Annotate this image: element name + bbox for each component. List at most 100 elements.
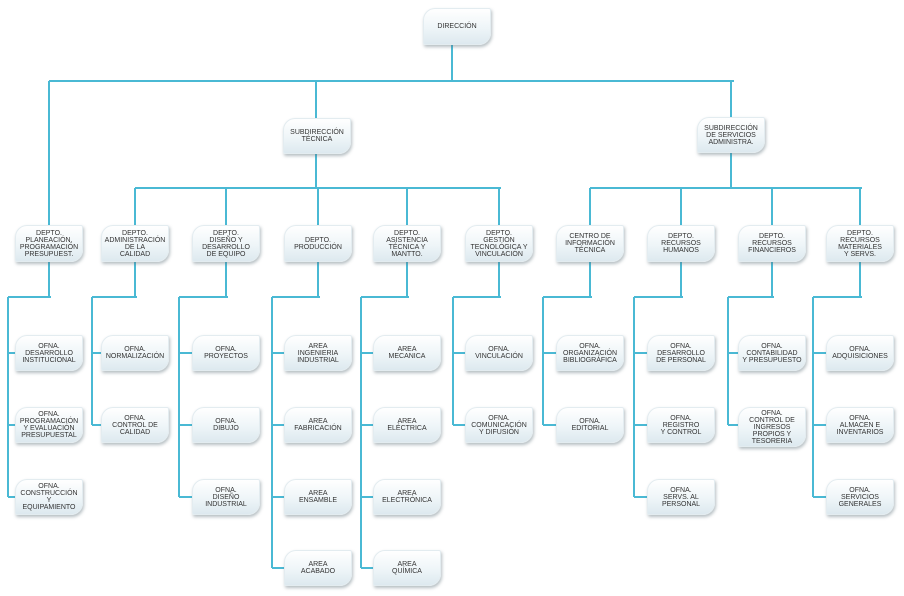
connector-line: [813, 352, 828, 354]
connector-line: [178, 297, 180, 497]
connector-line: [317, 188, 319, 225]
department-box[interactable]: DEPTO. RECURSOS MATERIALES Y SERVS.: [826, 225, 894, 262]
office-box[interactable]: OFNA. NORMALIZACIÓN: [101, 335, 169, 371]
office-box[interactable]: AREA ACABADO: [284, 550, 352, 586]
connector-line: [498, 188, 500, 225]
office-box[interactable]: OFNA. SERVS. AL PERSONAL: [647, 479, 715, 515]
connector-line: [361, 424, 375, 426]
office-box[interactable]: OFNA. ALMACEN E INVENTARIOS: [826, 407, 894, 443]
connector-line: [317, 262, 319, 297]
office-box[interactable]: OFNA. DISEÑO INDUSTRIAL: [192, 479, 260, 515]
connector-line: [134, 262, 136, 297]
office-box[interactable]: AREA MECANICA: [373, 335, 441, 371]
department-box[interactable]: DEPTO. DISEÑO Y DESARROLLO DE EQUIPO: [192, 225, 260, 262]
connector-line: [272, 496, 286, 498]
connector-line: [48, 81, 50, 225]
department-box[interactable]: DEPTO. ASISTENCIA TÉCNICA Y MANTTO.: [373, 225, 441, 262]
connector-line: [813, 424, 828, 426]
connector-line: [272, 296, 320, 298]
connector-line: [361, 296, 409, 298]
office-box[interactable]: AREA ENSAMBLE: [284, 479, 352, 515]
department-box[interactable]: DEPTO. RECURSOS HUMANOS: [647, 225, 715, 262]
connector-line: [48, 262, 50, 297]
connector-line: [91, 297, 93, 425]
office-box[interactable]: OFNA. SERVICIOS GENERALES: [826, 479, 894, 515]
connector-line: [406, 262, 408, 297]
connector-line: [727, 297, 729, 425]
office-box[interactable]: OFNA. REGISTRO Y CONTROL: [647, 407, 715, 443]
connector-line: [272, 567, 286, 569]
subdirection-box[interactable]: SUBDIRECCIÓN DE SERVICIOS ADMINISTRA.: [697, 117, 765, 153]
department-box[interactable]: CENTRO DE INFORMACIÓN TÉCNICA: [556, 225, 624, 262]
office-box[interactable]: OFNA. COMUNICACIÓN Y DIFUSIÓN: [465, 407, 533, 443]
connector-line: [730, 81, 732, 117]
department-box[interactable]: DEPTO. RECURSOS FINANCIEROS: [738, 225, 806, 262]
connector-line: [272, 352, 286, 354]
connector-line: [179, 352, 194, 354]
connector-line: [634, 296, 683, 298]
connector-line: [859, 188, 861, 225]
subdirection-box[interactable]: SUBDIRECCIÓN TÉCNICA: [283, 118, 351, 154]
connector-line: [361, 352, 375, 354]
connector-line: [451, 45, 453, 81]
connector-line: [543, 352, 558, 354]
connector-line: [8, 296, 51, 298]
connector-line: [8, 352, 17, 354]
connector-line: [453, 296, 501, 298]
office-box[interactable]: OFNA. EDITORIAL: [556, 407, 624, 443]
connector-line: [859, 262, 861, 297]
connector-line: [315, 81, 317, 118]
office-box[interactable]: OFNA. CONSTRUCCIÓN Y EQUIPAMIENTO: [15, 479, 83, 515]
office-box[interactable]: OFNA. PROYECTOS: [192, 335, 260, 371]
connector-line: [812, 297, 814, 497]
connector-line: [315, 154, 317, 188]
connector-line: [634, 424, 649, 426]
connector-line: [92, 352, 103, 354]
office-box[interactable]: OFNA. DESARROLLO DE PERSONAL: [647, 335, 715, 371]
office-box[interactable]: AREA FABRICACIÓN: [284, 407, 352, 443]
connector-line: [498, 262, 500, 297]
department-box[interactable]: DEPTO. PRODUCCIÓN: [284, 225, 352, 262]
connector-line: [590, 187, 862, 189]
connector-line: [453, 352, 467, 354]
connector-line: [271, 297, 273, 568]
office-box[interactable]: OFNA. PROGRAMACIÓN Y EVALUACIÓN PRESUPUE…: [15, 407, 83, 443]
connector-line: [179, 424, 194, 426]
office-box[interactable]: OFNA. VINCULACIÓN: [465, 335, 533, 371]
connector-line: [634, 352, 649, 354]
office-box[interactable]: OFNA. DESARROLLO INSTITUCIONAL: [15, 335, 83, 371]
connector-line: [134, 188, 136, 225]
office-box[interactable]: AREA ELÉCTRICA: [373, 407, 441, 443]
office-box[interactable]: OFNA. CONTROL DE INGRESOS PROPIOS Y TESO…: [738, 407, 806, 447]
office-box[interactable]: OFNA. ADQUISICIONES: [826, 335, 894, 371]
department-box[interactable]: DEPTO. PLANEACIÓN, PROGRAMACIÓN PRESUPUE…: [15, 225, 83, 262]
office-box[interactable]: OFNA. DIBUJO: [192, 407, 260, 443]
connector-line: [360, 297, 362, 568]
connector-line: [680, 188, 682, 225]
connector-line: [225, 262, 227, 297]
office-box[interactable]: OFNA. ORGANIZACIÓN BIBLIOGRÁFICA: [556, 335, 624, 371]
department-box[interactable]: DEPTO. GESTIÓN TECNOLÓGICA Y VINCULACIÓN: [465, 225, 533, 262]
connector-line: [225, 188, 227, 225]
connector-line: [813, 496, 828, 498]
office-box[interactable]: OFNA. CONTROL DE CALIDAD: [101, 407, 169, 443]
direccion-box[interactable]: DIRECCIÓN: [423, 8, 491, 45]
connector-line: [771, 188, 773, 225]
connector-line: [92, 296, 137, 298]
office-box[interactable]: AREA INGENIERIA INDUSTRIAL: [284, 335, 352, 371]
office-box[interactable]: AREA QUÍMICA: [373, 550, 441, 586]
connector-line: [543, 424, 558, 426]
connector-line: [589, 262, 591, 297]
connector-line: [730, 153, 732, 188]
connector-line: [8, 496, 17, 498]
connector-line: [361, 496, 375, 498]
connector-line: [452, 297, 454, 425]
connector-line: [543, 296, 592, 298]
office-box[interactable]: AREA ELECTRÓNICA: [373, 479, 441, 515]
office-box[interactable]: OFNA. CONTABILIDAD Y PRESUPUESTO: [738, 335, 806, 371]
connector-line: [8, 424, 17, 426]
connector-line: [728, 352, 740, 354]
department-box[interactable]: DEPTO. ADMINISTRACIÓN DE LA CALIDAD: [101, 225, 169, 262]
connector-line: [771, 262, 773, 297]
